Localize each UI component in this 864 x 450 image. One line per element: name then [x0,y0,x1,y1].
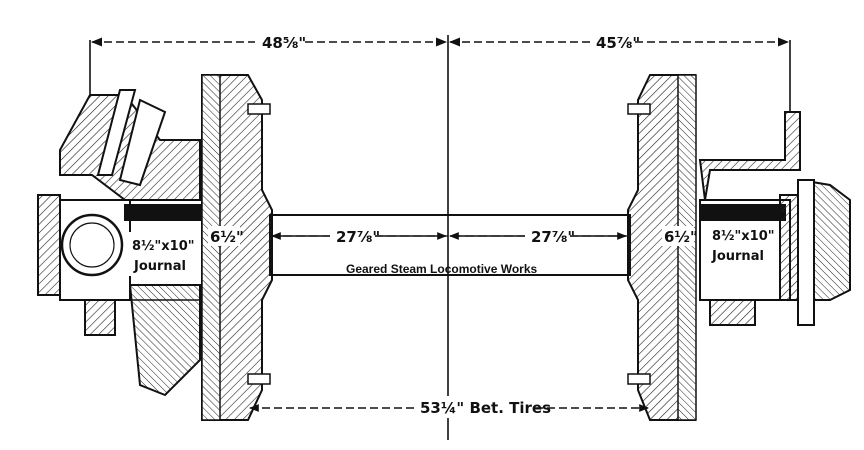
credit-text: Geared Steam Locomotive Works [346,262,538,276]
left-journal-label: Journal [133,259,186,274]
axle-dimension-lines [249,232,649,412]
between-tires-label: 53¼" Bet. Tires [420,399,551,417]
right-journal-label: Journal [711,249,764,264]
right-hub-label: 6½" [664,228,698,246]
right-axle-label: 27⅞" [531,228,575,246]
top-dimension-lines [89,35,791,440]
left-gear-assembly [37,89,201,397]
right-journal-size: 8½"x10" [712,229,775,244]
left-hub-label: 6½" [210,228,244,246]
left-axle-label: 27⅞" [336,228,380,246]
left-wheel [201,74,273,421]
right-span-label: 45⅞" [596,34,640,52]
left-span-label: 48⅝" [262,34,306,52]
right-wheel [627,74,697,421]
dimension-labels: 48⅝" 45⅞" 27⅞" 27⅞" 6½" 6½" 8½"x10" Jour… [128,30,775,418]
left-journal-size: 8½"x10" [132,239,195,254]
